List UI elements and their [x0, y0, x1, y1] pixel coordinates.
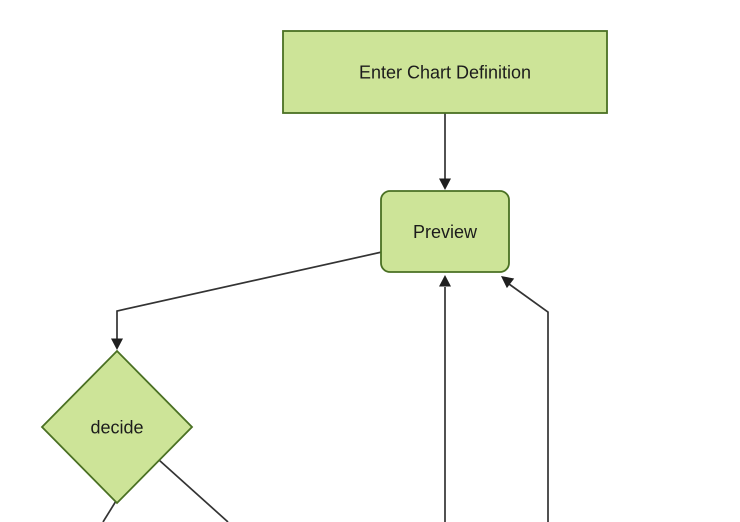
node-label: Enter Chart Definition	[359, 63, 531, 83]
edge-line	[116, 251, 383, 340]
diamond-shape	[40, 349, 194, 505]
arrowhead-up-left-icon	[501, 276, 515, 289]
node-decide: decide	[40, 349, 194, 505]
edge-line	[508, 283, 549, 522]
arrowhead-down-icon	[439, 178, 451, 190]
node-label: Preview	[413, 222, 478, 242]
edge-bottom-to-preview-straight	[439, 275, 451, 522]
node-label: decide	[90, 418, 143, 438]
edge-bottom-to-preview-bent	[501, 276, 549, 522]
edge-preview-to-decide	[111, 251, 383, 350]
edge-enter-to-preview	[439, 113, 451, 190]
edge-line	[158, 459, 229, 522]
edge-line	[102, 500, 117, 522]
arrowhead-up-icon	[439, 275, 451, 287]
node-enter-chart-definition: Enter Chart Definition	[282, 30, 608, 114]
rounded-rectangle-shape	[380, 190, 510, 273]
rectangle-shape	[282, 30, 608, 114]
edge-decide-out-left	[102, 500, 117, 522]
arrowhead-down-icon	[111, 338, 123, 350]
node-preview: Preview	[380, 190, 510, 273]
edge-decide-out-right	[158, 459, 229, 522]
